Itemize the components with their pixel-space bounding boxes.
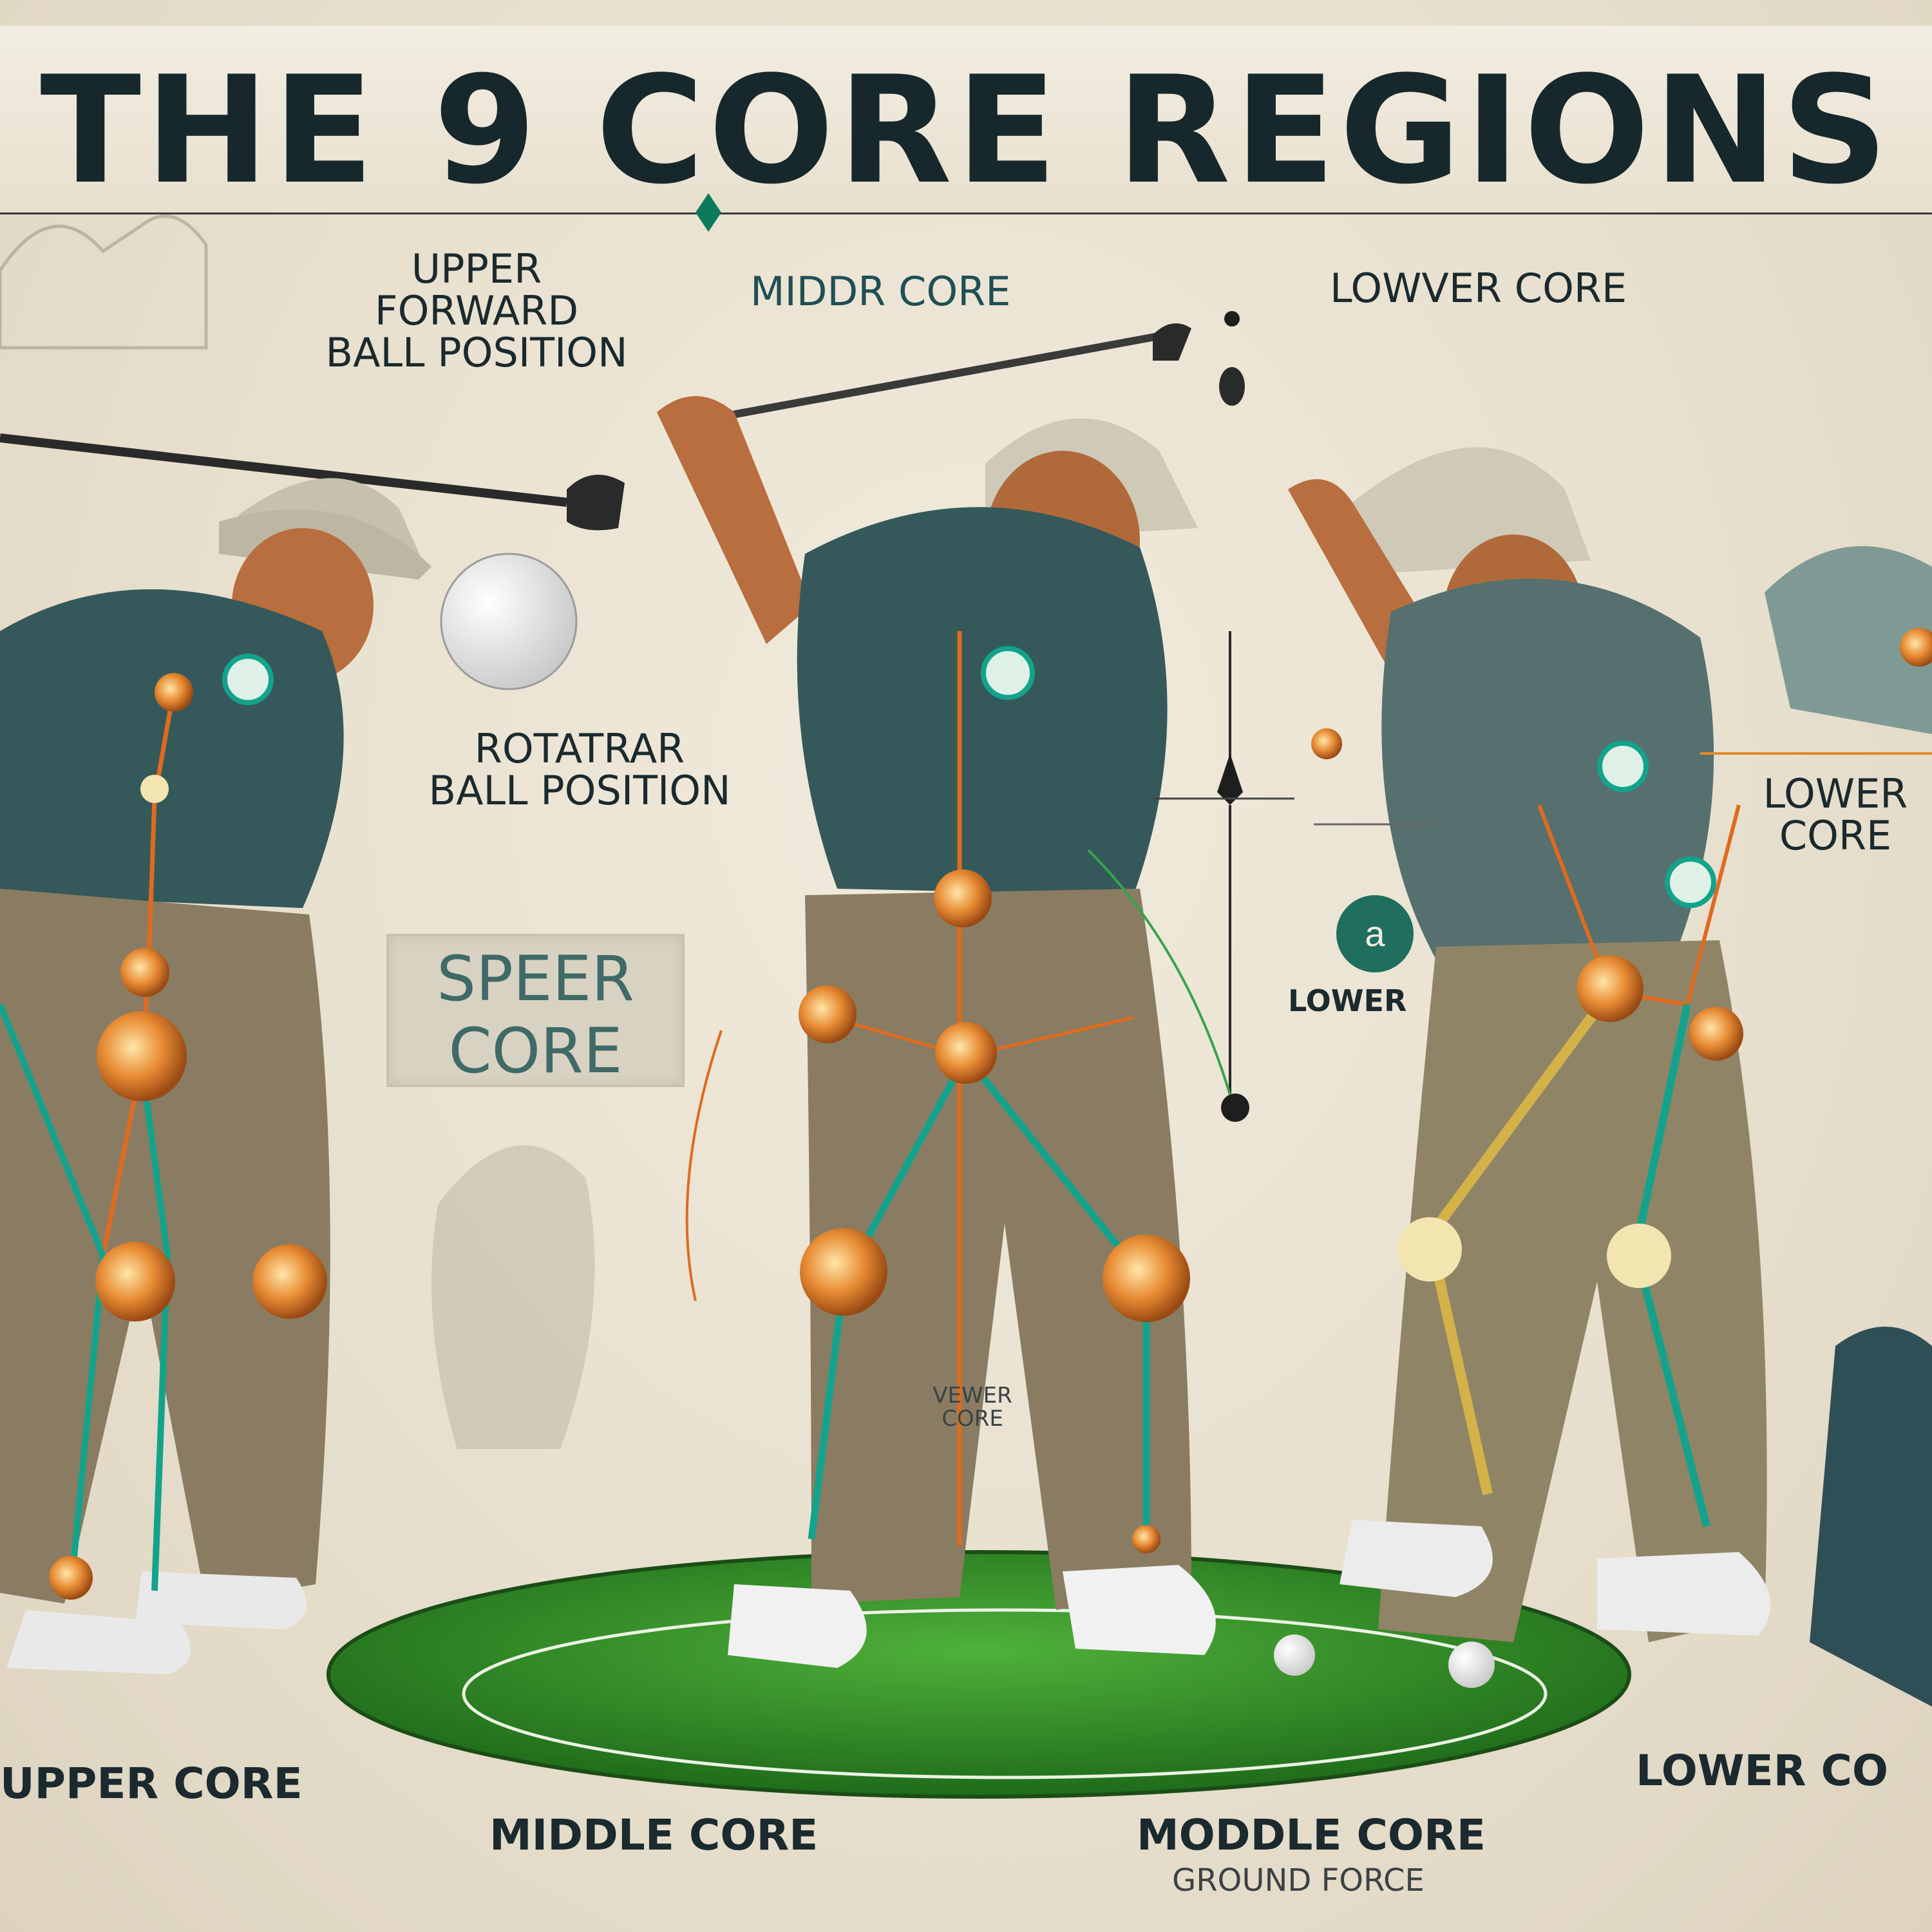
golf-ball-icon <box>1274 1634 1315 1676</box>
label-lower-core-bottom: LOWER CO <box>1636 1746 1889 1795</box>
golf-ball-icon <box>440 553 578 690</box>
title-band <box>0 26 1932 214</box>
golfer-right <box>1288 447 1771 1642</box>
sketch-top-left <box>0 214 208 350</box>
label-rotatrar: ROTATRAR BALL POSITION <box>428 725 731 815</box>
golfer-center <box>657 323 1216 1668</box>
turf-circle <box>462 1608 1548 1779</box>
label-ground-force: GROUND FORCE <box>1172 1862 1425 1899</box>
speer-core-box: SPEER CORE <box>386 934 685 1087</box>
label-lowver-core: LOWVER CORE <box>1330 265 1627 312</box>
label-upper-core-bottom: UPPER CORE <box>0 1759 303 1808</box>
label-lower-core-right: LOWER CORE <box>1763 773 1908 857</box>
label-upper-forward: UPPER FORWARD BALL POSITION <box>325 245 628 377</box>
label-middr-core: MIDDR CORE <box>750 268 1011 315</box>
sketch-center-left <box>431 1145 595 1449</box>
badge-icon: a <box>1336 895 1414 972</box>
golfer-far-right <box>1765 546 1932 1707</box>
label-middle-core-bottom: MIDDLE CORE <box>489 1810 819 1860</box>
label-moddle-core-bottom: MODDLE CORE <box>1137 1810 1486 1860</box>
label-lower-mid: LOWER <box>1288 983 1407 1018</box>
pin-icon <box>1217 753 1243 805</box>
golf-ball-icon <box>1448 1642 1495 1688</box>
page-title: THE 9 CORE REGIONS <box>40 45 1892 217</box>
green-diamond-icon <box>696 193 721 232</box>
label-vewer-core: VEWER CORE <box>933 1383 1012 1432</box>
golfer-left <box>0 433 625 1674</box>
turf-platform <box>328 1552 1629 1797</box>
